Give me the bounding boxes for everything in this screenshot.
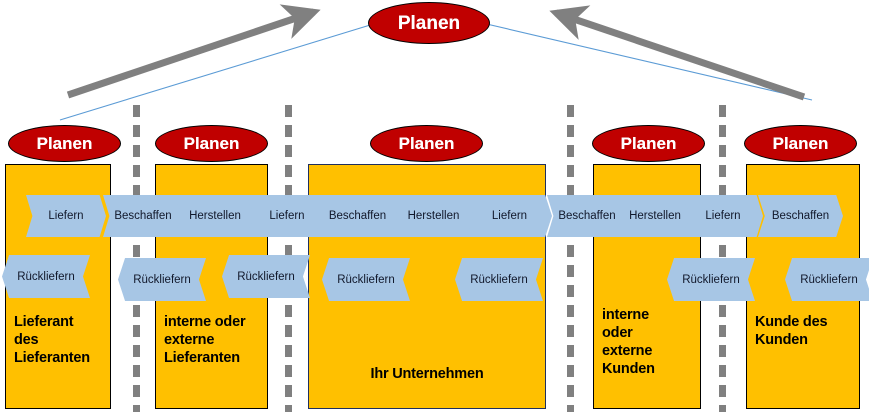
- company-label-line: Ihr Unternehmen: [370, 366, 484, 382]
- process-chevron-liefern-0[interactable]: Liefern: [26, 195, 106, 237]
- chevron-label: Herstellen: [629, 210, 681, 222]
- plan-ellipse-kunde-des-kunden[interactable]: Planen: [744, 125, 857, 162]
- company-label-line: Kunden: [602, 361, 655, 377]
- plan-ellipse-label: Planen: [620, 134, 677, 153]
- chevron-label: Rückliefern: [470, 273, 528, 286]
- process-chevron-beschaffen-4[interactable]: Beschaffen: [758, 195, 843, 237]
- plan-ellipse-label: Planen: [397, 12, 461, 34]
- company-label-line: Lieferanten: [164, 350, 240, 366]
- chevron-label: Beschaffen: [114, 210, 172, 222]
- return-chevron-ruckliefern-3[interactable]: Rückliefern: [667, 258, 755, 301]
- company-label-line: interne oder: [164, 314, 246, 330]
- plan-ellipse-label: Planen: [183, 134, 240, 153]
- return-chevron-ruckliefern-1a[interactable]: Rückliefern: [118, 258, 206, 301]
- divider-3: [567, 98, 574, 412]
- company-label-line: des: [14, 332, 39, 348]
- company-label-line: externe: [164, 332, 215, 348]
- process-chevron-beschaffen-3[interactable]: Beschaffen: [547, 195, 627, 237]
- arrow-upstream-to-plan: [66, 4, 321, 99]
- company-label-ihr-unternehmen: Ihr Unternehmen: [309, 365, 545, 383]
- chevron-label: Rückliefern: [17, 270, 75, 283]
- company-label-interne-oder-externe-lieferanten: interne oder externe Lieferanten: [164, 313, 261, 367]
- process-chevron-herstellen-2[interactable]: Herstellen: [391, 195, 476, 237]
- company-label-line: externe: [602, 343, 653, 359]
- chevron-label: Herstellen: [189, 210, 241, 222]
- company-label-interne-oder-externe-kunden: interne oder externe Kunden: [602, 306, 694, 378]
- plan-ellipse-label: Planen: [772, 134, 829, 153]
- chevron-label: Rückliefern: [133, 273, 191, 286]
- chevron-label: Rückliefern: [682, 273, 740, 286]
- chevron-label: Rückliefern: [337, 273, 395, 286]
- process-chevron-liefern-2[interactable]: Liefern: [467, 195, 552, 237]
- company-label-line: Lieferant: [14, 314, 74, 330]
- chevron-label: Beschaffen: [558, 210, 616, 222]
- chevron-label: Liefern: [48, 210, 84, 222]
- divider-4: [719, 98, 726, 412]
- return-chevron-ruckliefern-2a[interactable]: Rückliefern: [322, 258, 410, 301]
- plan-ellipse-interne-oder-externe-kunden[interactable]: Planen: [592, 125, 705, 162]
- company-label-line: Kunde des: [755, 314, 828, 330]
- chevron-label: Rückliefern: [800, 273, 858, 286]
- company-label-lieferant-des-lieferanten: Lieferant des Lieferanten: [14, 313, 104, 367]
- chevron-label: Liefern: [491, 210, 528, 222]
- plan-ellipse-top[interactable]: Planen: [368, 2, 490, 44]
- chevron-label: Liefern: [269, 210, 305, 222]
- company-label-line: Kunden: [755, 332, 808, 348]
- arrow-downstream-to-plan: [549, 5, 806, 101]
- chevron-label: Beschaffen: [328, 210, 387, 222]
- process-chevron-herstellen-1[interactable]: Herstellen: [175, 195, 255, 237]
- process-chevron-liefern-3[interactable]: Liefern: [683, 195, 763, 237]
- plan-ellipse-lieferant-des-lieferanten[interactable]: Planen: [8, 125, 121, 162]
- process-chevron-beschaffen-2[interactable]: Beschaffen: [315, 195, 400, 237]
- plan-ellipse-interne-oder-externe-lieferanten[interactable]: Planen: [155, 125, 268, 162]
- plan-ellipse-label: Planen: [36, 134, 93, 153]
- chevron-label: Rückliefern: [237, 270, 295, 283]
- process-chevron-liefern-1[interactable]: Liefern: [247, 195, 327, 237]
- company-label-kunde-des-kunden: Kunde des Kunden: [755, 313, 853, 349]
- plan-ellipse-label: Planen: [398, 134, 455, 153]
- chevron-label: Herstellen: [407, 210, 460, 222]
- return-chevron-ruckliefern-4[interactable]: Rückliefern: [785, 258, 869, 301]
- company-label-line: Lieferanten: [14, 350, 90, 366]
- chevron-label: Beschaffen: [771, 210, 830, 222]
- chevron-label: Liefern: [705, 210, 741, 222]
- company-label-line: oder: [602, 325, 633, 341]
- return-chevron-ruckliefern-1b[interactable]: Rückliefern: [222, 255, 310, 298]
- divider-1: [133, 98, 140, 412]
- return-chevron-ruckliefern-2b[interactable]: Rückliefern: [455, 258, 543, 301]
- process-chevron-beschaffen-1[interactable]: Beschaffen: [103, 195, 183, 237]
- return-chevron-ruckliefern-0[interactable]: Rückliefern: [2, 255, 90, 298]
- plan-ellipse-ihr-unternehmen[interactable]: Planen: [370, 125, 483, 162]
- process-chevron-herstellen-3[interactable]: Herstellen: [615, 195, 695, 237]
- company-label-line: interne: [602, 307, 649, 323]
